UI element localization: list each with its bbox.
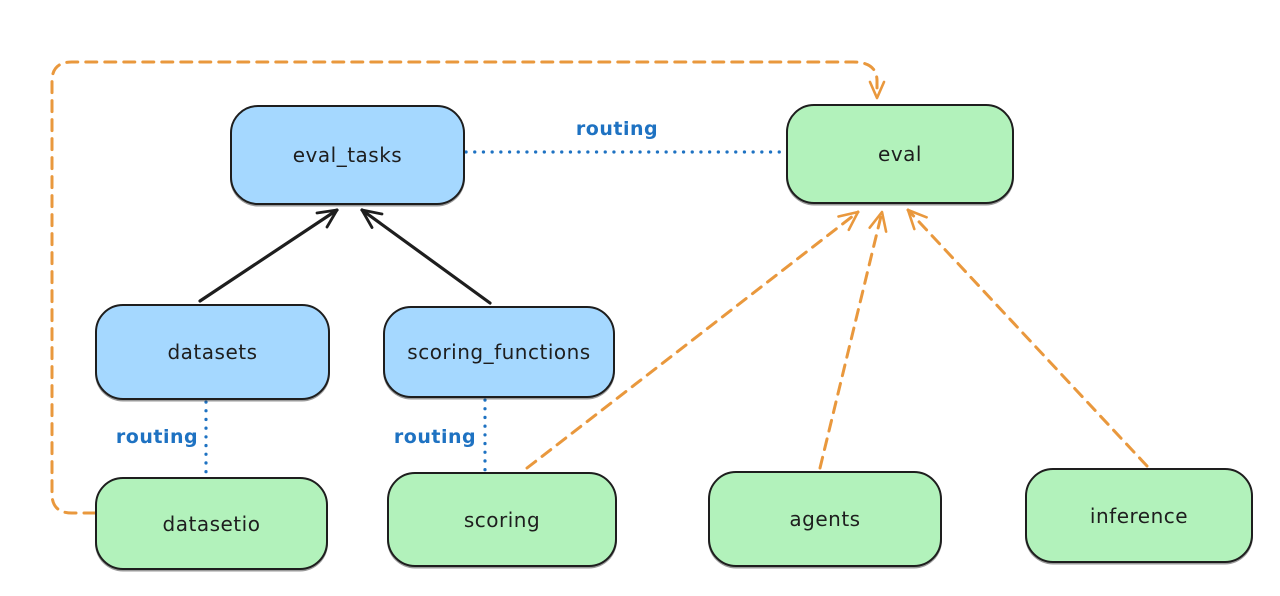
routing-label-datasets-datasetio: routing	[115, 426, 199, 448]
node-eval: eval	[786, 104, 1014, 204]
arrowhead-agents-to-eval	[868, 210, 888, 233]
routing-label-scoring-functions-scoring: routing	[393, 426, 477, 448]
arrowhead-datasetio-to-eval	[868, 80, 886, 100]
node-eval-tasks-label: eval_tasks	[292, 143, 403, 167]
node-datasets-label: datasets	[167, 340, 258, 364]
node-agents-label: agents	[789, 507, 861, 531]
arrowhead-scoring_functions-to-eval_tasks	[360, 208, 384, 229]
edge-inference-to-eval	[906, 208, 1149, 468]
arrowhead-scoring-to-eval	[837, 210, 860, 232]
node-scoring-functions-label: scoring_functions	[407, 340, 591, 364]
edge-datasetio-to-eval	[50, 60, 879, 515]
node-inference: inference	[1025, 468, 1253, 563]
edge-scoring-to-eval	[525, 210, 860, 470]
node-inference-label: inference	[1089, 503, 1189, 528]
node-eval-tasks: eval_tasks	[230, 105, 465, 205]
node-eval-label: eval	[878, 142, 922, 166]
node-datasetio-label: datasetio	[162, 511, 261, 536]
arrowhead-inference-to-eval	[906, 208, 928, 231]
node-datasets: datasets	[95, 304, 330, 400]
routing-label-eval-tasks-eval: routing	[575, 118, 659, 140]
edge-datasets-to-eval_tasks	[198, 208, 339, 303]
node-scoring: scoring	[387, 472, 617, 567]
arrowhead-datasets-to-eval_tasks	[315, 208, 339, 229]
edge-agents-to-eval	[818, 210, 884, 470]
node-datasetio: datasetio	[95, 477, 328, 570]
edge-scoring_functions-to-eval_tasks	[360, 208, 492, 305]
node-scoring-functions: scoring_functions	[383, 306, 615, 398]
node-scoring-label: scoring	[463, 507, 541, 532]
node-agents: agents	[708, 471, 942, 567]
